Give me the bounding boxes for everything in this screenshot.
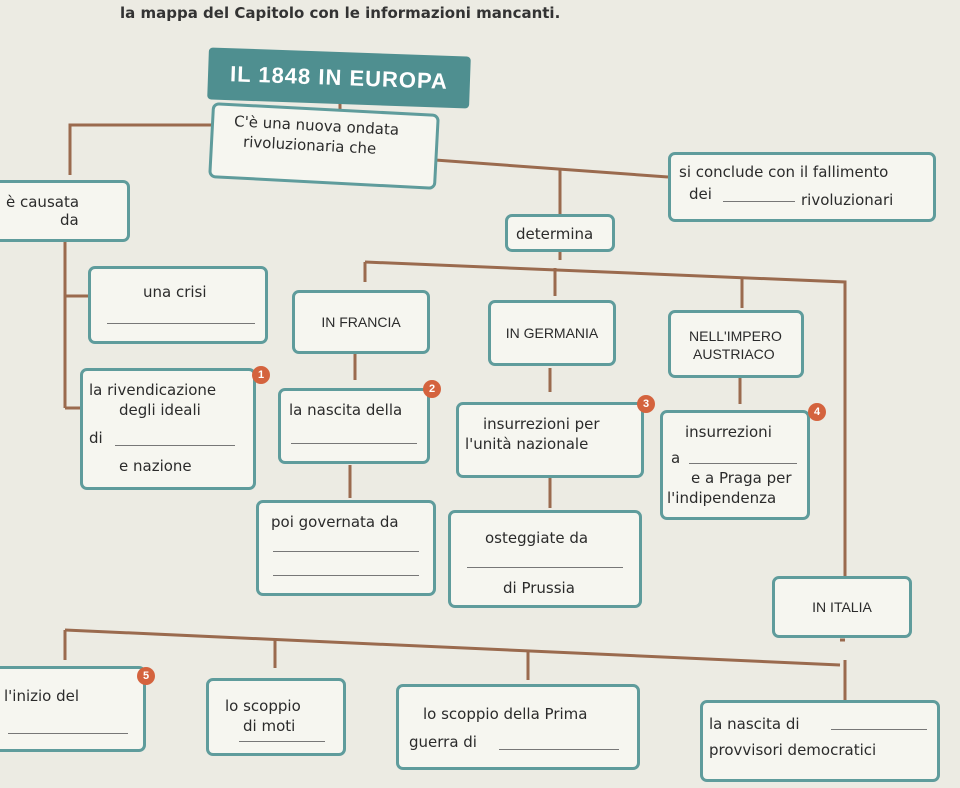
node-nascita-governi: la nascita di provvisori democratici [700,700,940,782]
determina-label: determina [516,225,594,243]
nascita-governi-line1: la nascita di [709,715,800,733]
germania-label: IN GERMANIA [505,325,599,341]
governata-blank-2[interactable] [273,575,419,576]
map-title: IL 1848 IN EUROPA [207,47,471,109]
node-scoppio-guerra: lo scoppio della Prima guerra di [396,684,640,770]
node-osteggiate: osteggiate da di Prussia [448,510,642,608]
insurrezioni-a-line3: e a Praga per [691,469,792,487]
scoppio-moti-line1: lo scoppio [225,697,301,715]
crisi-blank[interactable] [107,323,255,324]
governata-blank-1[interactable] [273,551,419,552]
francia-label: IN FRANCIA [321,314,401,330]
insurrezioni-per-line2: l'unità nazionale [465,435,589,453]
badge-1: 1 [252,366,270,384]
rivendicazione-line2: degli ideali [119,401,201,419]
insurrezioni-a-line2: a [671,449,681,467]
node-causata: è causata da [0,180,130,242]
osteggiate-line2: di Prussia [503,579,575,597]
insurrezioni-a-line4: l'indipendenza [667,489,777,507]
rivendicazione-line3: di [89,429,103,447]
scoppio-guerra-blank[interactable] [499,749,619,750]
nascita-della-blank[interactable] [291,443,417,444]
insurrezioni-a-blank[interactable] [689,463,797,464]
node-inizio: l'inizio del [0,666,146,752]
scoppio-moti-line2: di moti [243,717,296,735]
node-scoppio-moti: lo scoppio di moti [206,678,346,756]
austria-line1: NELL'IMPERO [689,328,782,344]
osteggiate-blank[interactable] [467,567,623,568]
scoppio-guerra-line1: lo scoppio della Prima [423,705,588,723]
node-determina: determina [505,214,615,252]
page-header: la mappa del Capitolo con le informazion… [120,4,561,22]
rivendicazione-line1: la rivendicazione [89,381,217,399]
node-germania: IN GERMANIA [488,300,616,366]
badge-3: 3 [637,395,655,413]
inizio-blank[interactable] [8,733,128,734]
badge-4: 4 [808,403,826,421]
crisi-label: una crisi [143,283,207,301]
causata-line2: da [60,211,79,229]
fallimento-line1: si conclude con il fallimento [679,163,889,181]
fallimento-blank[interactable] [723,201,795,202]
inizio-label: l'inizio del [4,687,80,705]
insurrezioni-per-line1: insurrezioni per [483,415,600,433]
node-nascita-della: la nascita della [278,388,430,464]
scoppio-moti-blank[interactable] [239,741,325,742]
osteggiate-line1: osteggiate da [485,529,589,547]
nascita-della-label: la nascita della [289,401,403,419]
node-governata: poi governata da [256,500,436,596]
austria-line2: AUSTRIACO [693,346,775,362]
node-austria: NELL'IMPERO AUSTRIACO [668,310,804,378]
badge-5: 5 [137,667,155,685]
badge-2: 2 [423,380,441,398]
node-italia: IN ITALIA [772,576,912,638]
insurrezioni-a-line1: insurrezioni [685,423,772,441]
node-ondata: C'è una nuova ondata rivoluzionaria che [208,102,440,190]
fallimento-line3: rivoluzionari [801,191,894,209]
node-francia: IN FRANCIA [292,290,430,354]
node-insurrezioni-a: insurrezioni a e a Praga per l'indipende… [660,410,810,520]
rivendicazione-line4: e nazione [119,457,192,475]
fallimento-line2: dei [689,185,712,203]
node-insurrezioni-per: insurrezioni per l'unità nazionale [456,402,644,478]
rivendicazione-blank[interactable] [115,445,235,446]
node-fallimento: si conclude con il fallimento dei rivolu… [668,152,936,222]
nascita-governi-line2: provvisori democratici [709,741,877,759]
nascita-governi-blank[interactable] [831,729,927,730]
governata-label: poi governata da [271,513,399,531]
scoppio-guerra-line2: guerra di [409,733,477,751]
causata-line1: è causata [6,193,80,211]
node-rivendicazione: la rivendicazione degli ideali di e nazi… [80,368,256,490]
italia-label: IN ITALIA [812,599,872,615]
node-crisi: una crisi [88,266,268,344]
